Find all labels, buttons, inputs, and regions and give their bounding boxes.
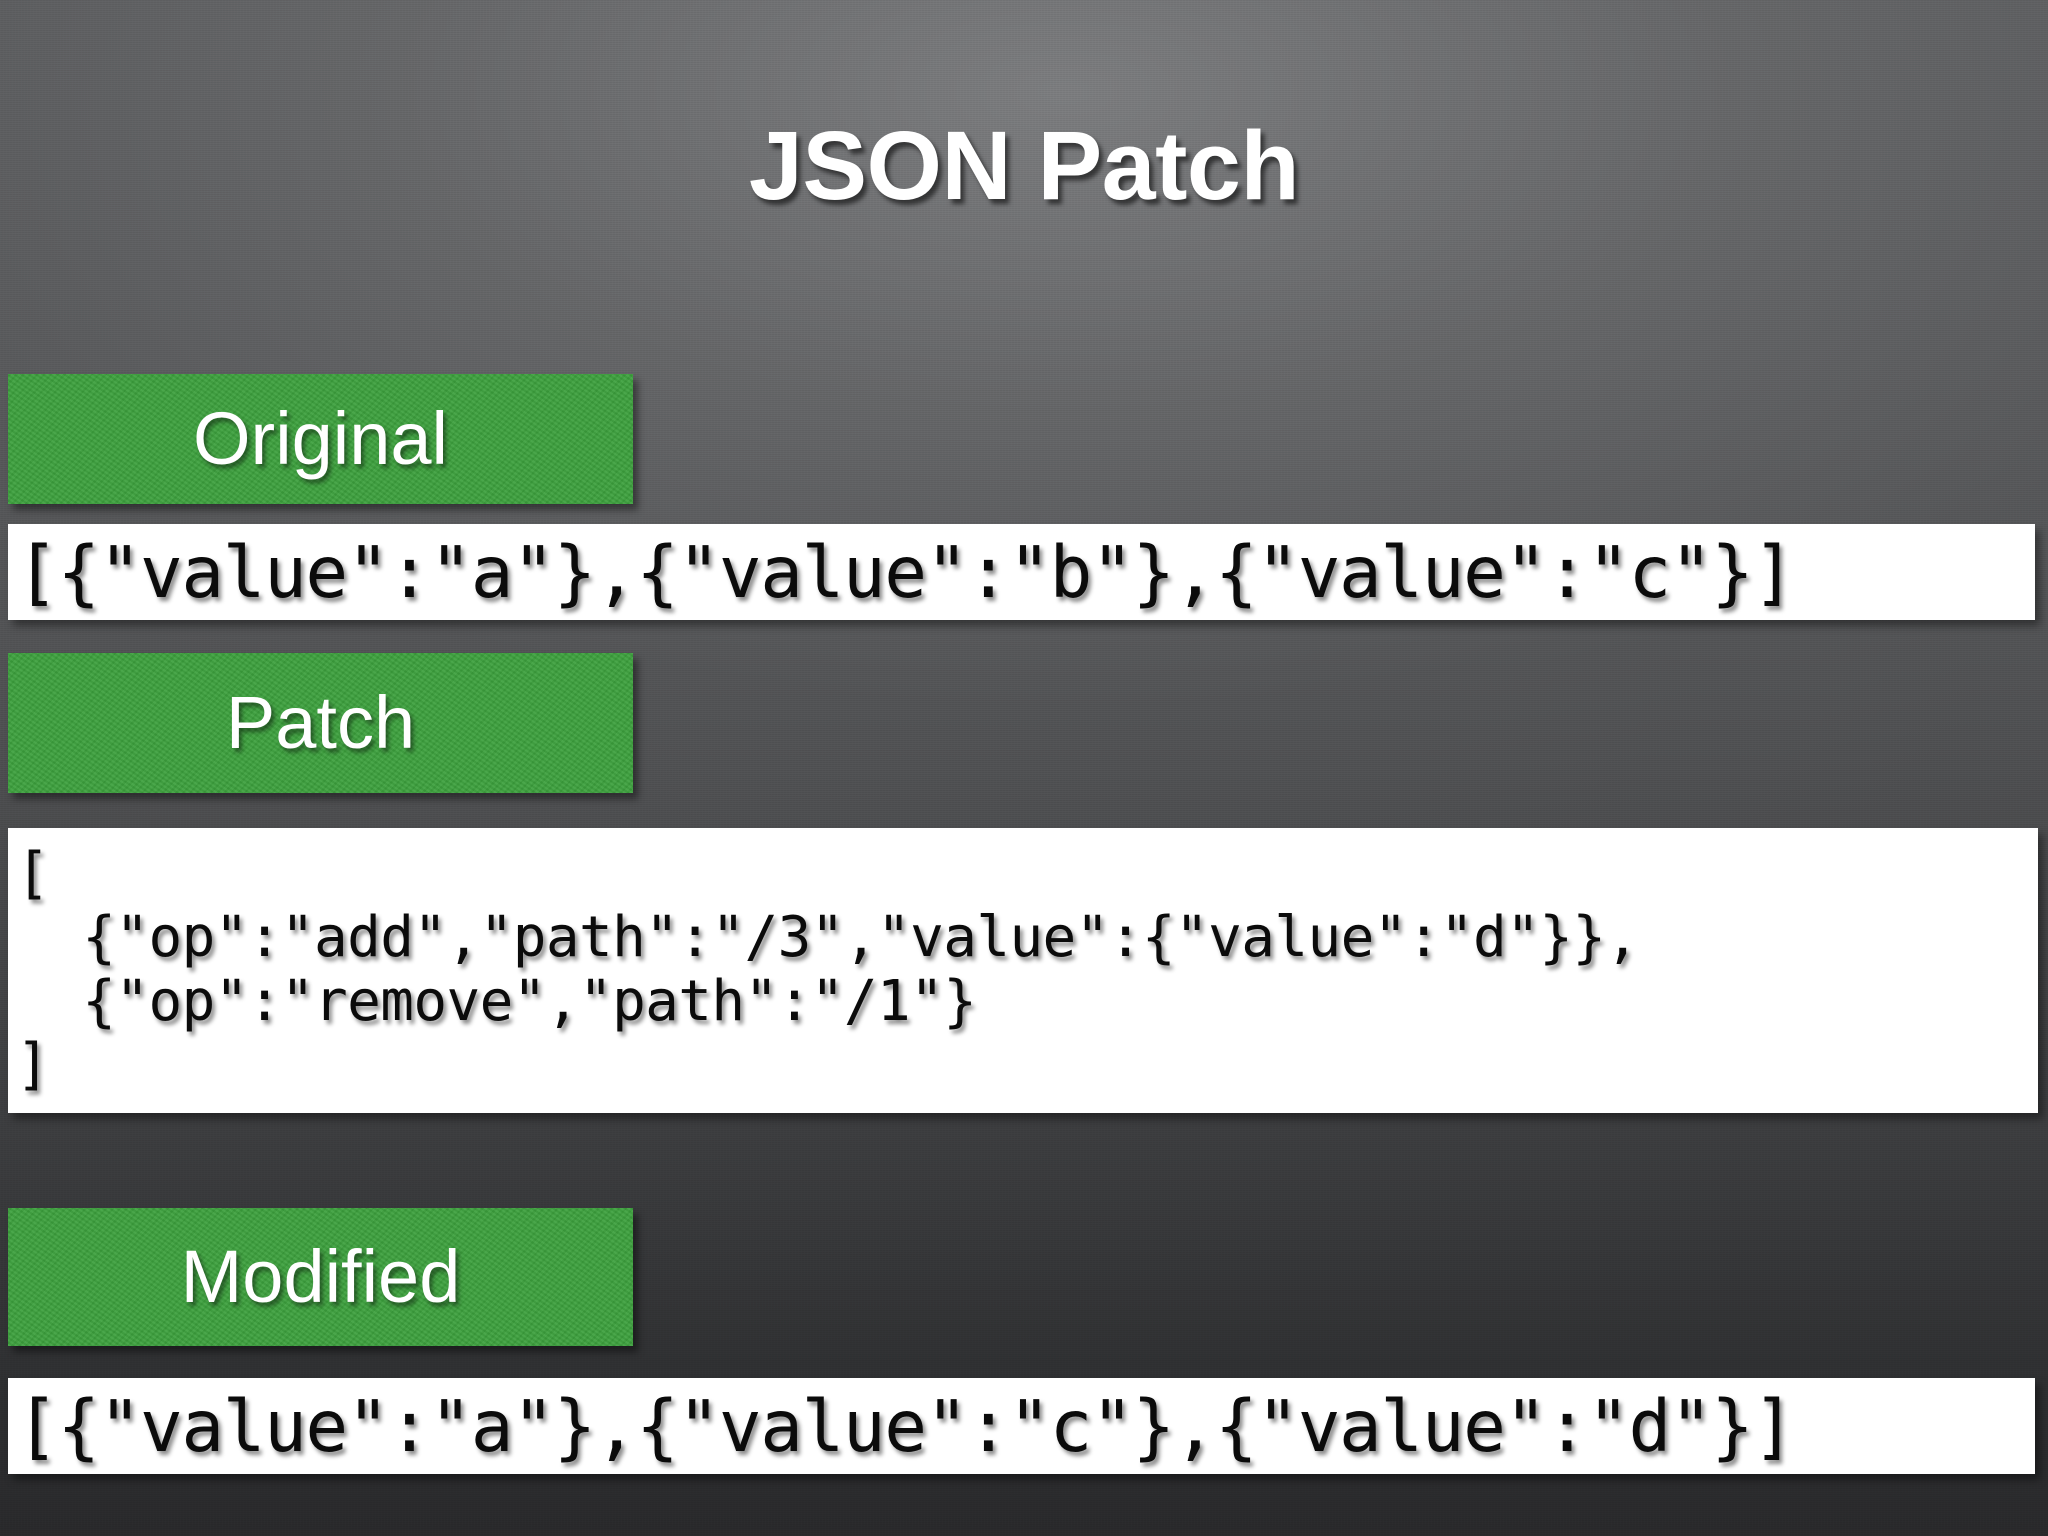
code-panel-original: [{"value":"a"},{"value":"b"},{"value":"c… <box>8 524 2035 620</box>
code-line-modified: [{"value":"a"},{"value":"c"},{"value":"d… <box>16 1384 1795 1468</box>
section-label-modified: Modified <box>8 1208 633 1346</box>
code-line-original: [{"value":"a"},{"value":"b"},{"value":"c… <box>16 530 1795 614</box>
section-label-patch-text: Patch <box>225 681 416 764</box>
code-panel-modified: [{"value":"a"},{"value":"c"},{"value":"d… <box>8 1378 2035 1474</box>
code-line-patch-add-op: {"op":"add","path":"/3","value":{"value"… <box>16 904 1639 970</box>
code-line-patch-remove-op: {"op":"remove","path":"/1"} <box>16 968 977 1034</box>
section-label-original: Original <box>8 374 633 504</box>
code-line-patch-open-bracket: [ <box>16 841 50 906</box>
section-label-modified-text: Modified <box>180 1235 461 1318</box>
page-title: JSON Patch <box>748 111 1300 220</box>
code-panel-patch: [ {"op":"add","path":"/3","value":{"valu… <box>8 828 2038 1114</box>
section-label-original-text: Original <box>193 397 448 480</box>
code-line-patch-close-bracket: ] <box>16 1032 50 1098</box>
section-label-patch: Patch <box>8 653 633 793</box>
